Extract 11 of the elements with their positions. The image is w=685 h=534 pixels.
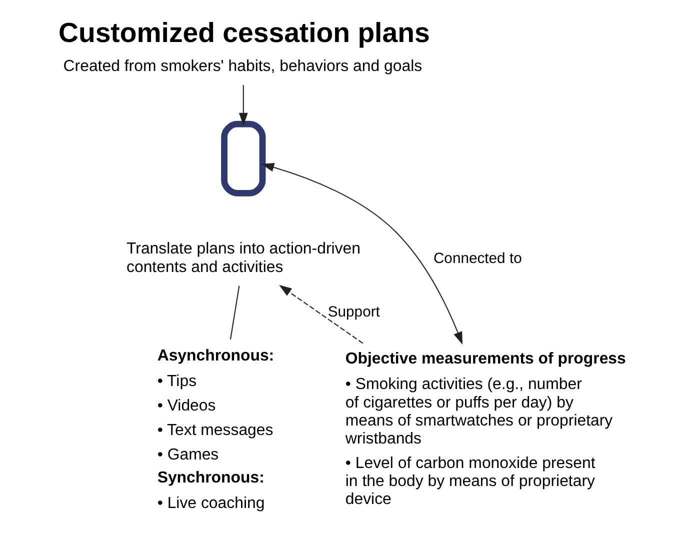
node-text: Asynchronous: • Tips • Videos • Text messages • Games Synchronous: • Live coaching bbox=[156, 347, 274, 512]
connector bbox=[229, 286, 240, 340]
edge-label: Connected to bbox=[432, 250, 522, 267]
edge-label: Support bbox=[327, 304, 380, 321]
arrow bbox=[278, 284, 363, 344]
arrow bbox=[260, 163, 462, 345]
node-text: Objective measurements of progress • Smoking activities (e.g., number of cigarettes or puffs per day) by means of smartwatches or proprietary wristbands • Level of carbon monoxide present in the body by means of proprietary device bbox=[344, 350, 626, 508]
node-text: Customized cessation plans Created from smokers' habits, behaviors and goals bbox=[58, 17, 430, 75]
node-box bbox=[220, 120, 266, 196]
node-text: Translate plans into action-driven contents and activities bbox=[126, 240, 360, 276]
arrow bbox=[238, 85, 248, 126]
